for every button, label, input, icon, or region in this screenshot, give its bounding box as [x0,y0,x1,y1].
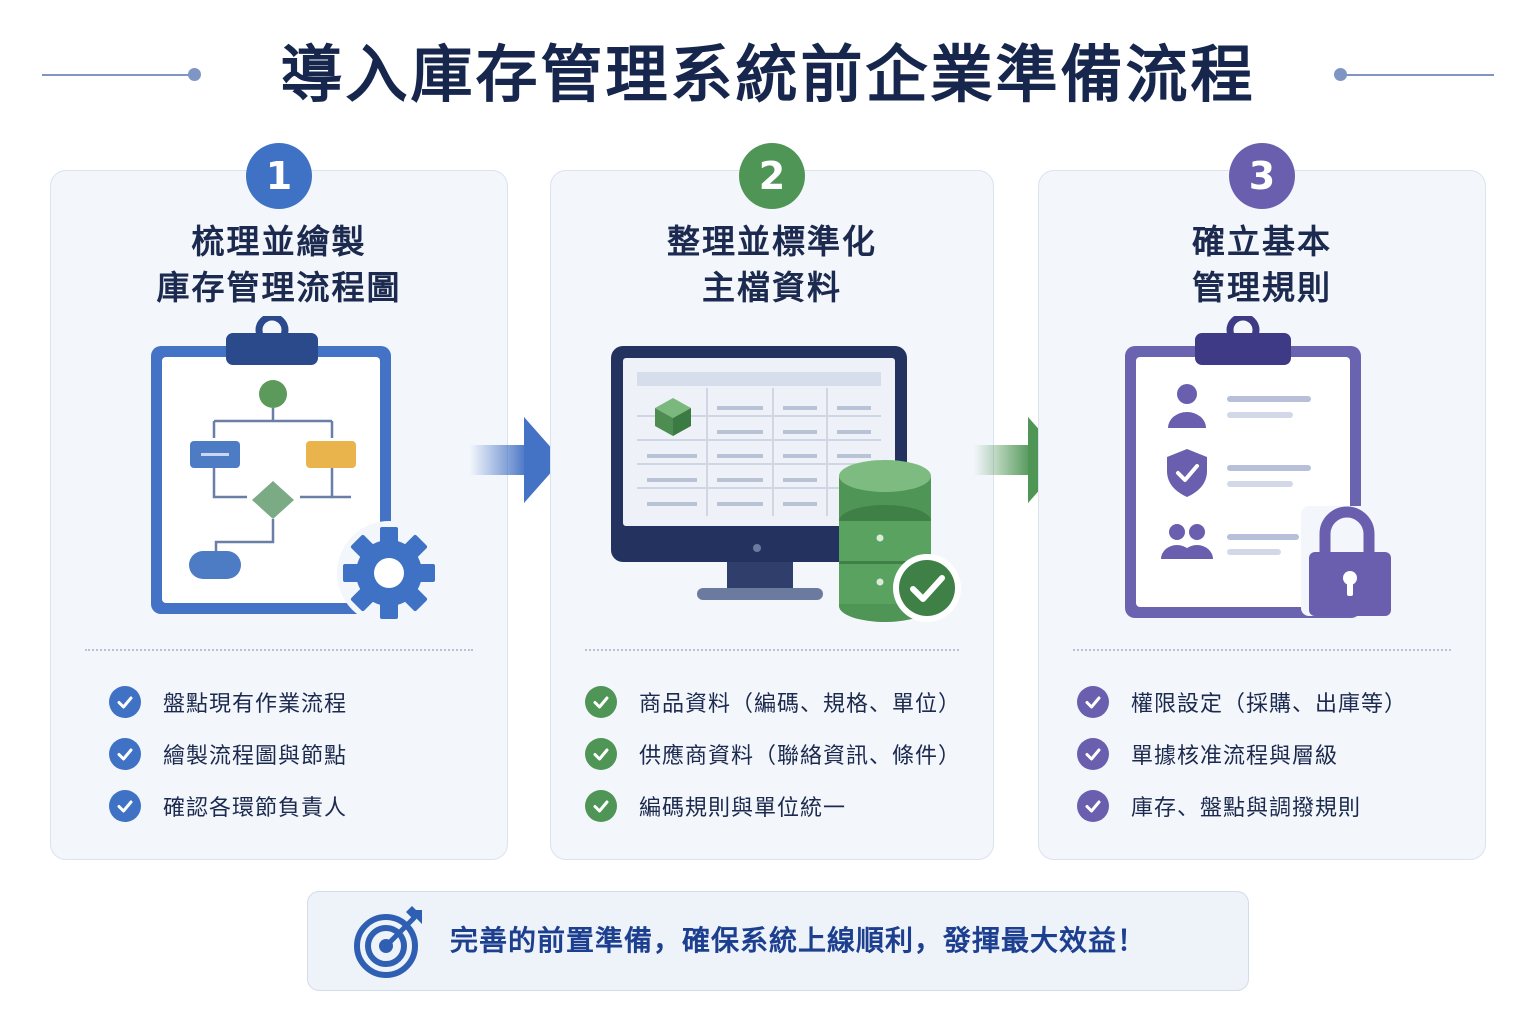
check-icon [109,738,141,770]
arrow-right-icon [470,417,562,503]
step-title: 確立基本 管理規則 [1039,219,1485,311]
step-title-line-2: 管理規則 [1192,268,1332,307]
step-checklist: 權限設定（採購、出庫等） 單據核准流程與層級 庫存、盤點與調撥規則 [1077,676,1407,832]
title-dot-left [188,68,201,81]
step-card-3: 3 確立基本 管理規則 權限設定（採購、出庫等） [1038,143,1486,860]
target-icon [354,906,422,978]
checklist-item: 盤點現有作業流程 [109,676,347,728]
clipboard-flowchart-illustration [151,316,441,625]
page-title: 導入庫存管理系統前企業準備流程 [280,38,1256,111]
checklist-item-text: 編碼規則與單位統一 [639,796,847,821]
checklist-item-text: 商品資料（編碼、規格、單位） [639,692,962,717]
check-icon [1077,738,1109,770]
checklist-item: 商品資料（編碼、規格、單位） [585,676,961,728]
step-checklist: 盤點現有作業流程 繪製流程圖與節點 確認各環節負責人 [109,676,347,832]
checklist-item: 供應商資料（聯絡資訊、條件） [585,728,961,780]
step-card-2: 2 整理並標準化 主檔資料 [550,143,994,860]
check-icon [109,790,141,822]
checklist-item: 單據核准流程與層級 [1077,728,1407,780]
title-decoration-right [1344,74,1494,76]
step-title: 整理並標準化 主檔資料 [551,219,993,311]
step-title-line-2: 庫存管理流程圖 [156,268,402,307]
step-number-badge: 2 [739,143,805,209]
check-icon [585,738,617,770]
checklist-item: 庫存、盤點與調撥規則 [1077,780,1407,832]
monitor-database-illustration [611,346,961,622]
step-title-line-1: 確立基本 [1192,222,1332,261]
clipboard-rules-illustration [1125,316,1401,618]
step-title-line-2: 主檔資料 [702,268,842,307]
check-icon [585,686,617,718]
checklist-item-text: 繪製流程圖與節點 [163,744,348,769]
checklist-item-text: 庫存、盤點與調撥規則 [1131,796,1362,821]
step-title-line-1: 梳理並繪製 [191,222,367,261]
step-card-1: 1 梳理並繪製 庫存管理流程圖 [50,143,508,860]
check-icon [1077,686,1109,718]
card-divider [1073,649,1451,651]
checklist-item-text: 權限設定（採購、出庫等） [1131,692,1408,717]
checklist-item-text: 確認各環節負責人 [163,796,348,821]
step-checklist: 商品資料（編碼、規格、單位） 供應商資料（聯絡資訊、條件） 編碼規則與單位統一 [585,676,961,832]
summary-banner: 完善的前置準備，確保系統上線順利，發揮最大效益！ [307,891,1249,991]
title-decoration-left [42,74,192,76]
checklist-item: 繪製流程圖與節點 [109,728,347,780]
step-title: 梳理並繪製 庫存管理流程圖 [51,219,507,311]
step-number-badge: 1 [246,143,312,209]
check-icon [1077,790,1109,822]
checklist-item-text: 單據核准流程與層級 [1131,744,1339,769]
title-dot-right [1334,68,1347,81]
banner-text: 完善的前置準備，確保系統上線順利，發揮最大效益！ [450,924,1147,957]
check-icon [109,686,141,718]
checklist-item-text: 供應商資料（聯絡資訊、條件） [639,744,962,769]
checklist-item: 權限設定（採購、出庫等） [1077,676,1407,728]
checklist-item-text: 盤點現有作業流程 [163,692,348,717]
check-icon [585,790,617,822]
title-row: 導入庫存管理系統前企業準備流程 [0,30,1536,120]
checklist-item: 編碼規則與單位統一 [585,780,961,832]
card-divider [85,649,473,651]
card-divider [585,649,959,651]
step-number-badge: 3 [1229,143,1295,209]
step-title-line-1: 整理並標準化 [667,222,877,261]
checklist-item: 確認各環節負責人 [109,780,347,832]
